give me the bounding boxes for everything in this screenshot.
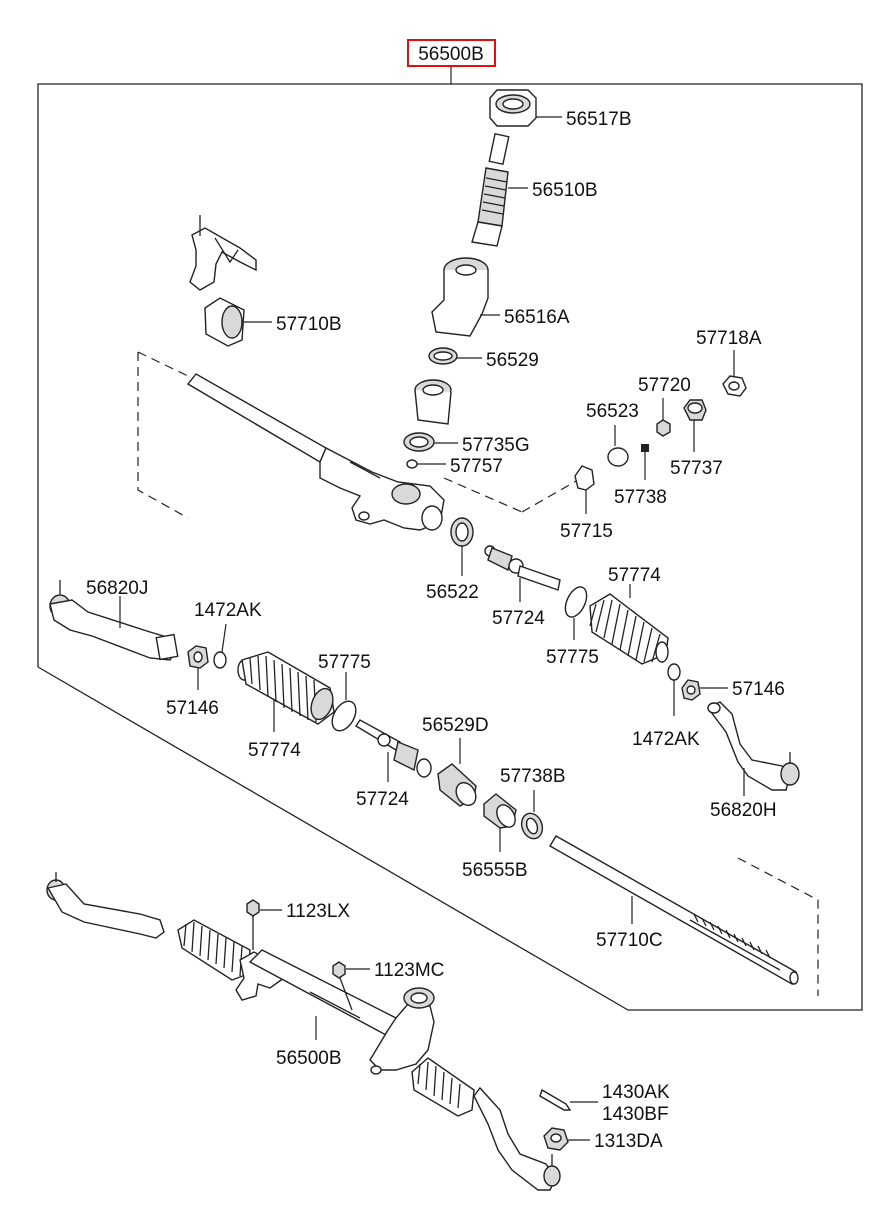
part-57146-right[interactable] xyxy=(681,679,701,701)
label-57724-right: 57724 xyxy=(492,608,545,629)
part-57738[interactable] xyxy=(641,444,649,452)
part-57718A[interactable] xyxy=(722,375,747,397)
part-56517B[interactable] xyxy=(489,89,537,127)
label-57724-left: 57724 xyxy=(356,789,409,810)
pinion-bushing[interactable] xyxy=(414,379,452,425)
label-56522: 56522 xyxy=(426,582,479,603)
part-57737[interactable] xyxy=(683,399,707,421)
label-57146-left: 57146 xyxy=(166,698,219,719)
label-56516A: 56516A xyxy=(504,307,570,328)
label-1123MC: 1123MC xyxy=(374,960,444,981)
part-56820J[interactable] xyxy=(49,580,179,661)
part-57715[interactable] xyxy=(574,465,595,491)
part-57757[interactable] xyxy=(406,459,418,469)
part-1123MC[interactable] xyxy=(332,961,353,1011)
label-1430BF: 1430BF xyxy=(602,1104,669,1125)
part-56529D[interactable] xyxy=(437,763,480,809)
label-57710C: 57710C xyxy=(596,930,663,951)
label-57775-left: 57775 xyxy=(318,652,371,673)
label-57718A: 57718A xyxy=(696,328,762,349)
part-57146-left[interactable] xyxy=(187,645,209,669)
part-57738B[interactable] xyxy=(518,810,546,841)
label-57737: 57737 xyxy=(670,458,723,479)
part-56510B[interactable] xyxy=(471,133,510,247)
part-56500B-assembly[interactable] xyxy=(46,872,561,1191)
part-1123LX[interactable] xyxy=(246,899,260,950)
part-56555B[interactable] xyxy=(483,793,519,830)
label-57735G: 57735G xyxy=(462,435,530,456)
label-1472AK-left: 1472AK xyxy=(194,600,262,621)
part-57710C[interactable] xyxy=(549,835,799,986)
part-57724-left[interactable] xyxy=(355,719,432,778)
part-57775-left[interactable] xyxy=(327,697,360,735)
part-56522[interactable] xyxy=(450,517,474,547)
label-57146-right: 57146 xyxy=(732,679,785,700)
part-57774-right[interactable] xyxy=(589,593,669,665)
part-57775-right[interactable] xyxy=(561,584,591,621)
part-56529[interactable] xyxy=(428,347,458,365)
clamp-bracket-top[interactable] xyxy=(189,215,257,291)
label-56529: 56529 xyxy=(486,350,539,371)
label-1430AK: 1430AK xyxy=(602,1082,670,1103)
label-1472AK-right: 1472AK xyxy=(632,729,700,750)
label-1123LX: 1123LX xyxy=(286,901,350,922)
part-57735G[interactable] xyxy=(403,432,435,452)
label-57720: 57720 xyxy=(638,375,691,396)
part-57774-left[interactable] xyxy=(237,651,337,725)
part-57724-right[interactable] xyxy=(484,545,561,591)
part-1313DA[interactable] xyxy=(543,1127,569,1151)
part-57720[interactable] xyxy=(656,419,671,437)
rack-housing[interactable] xyxy=(186,373,445,531)
label-56529D: 56529D xyxy=(422,715,489,736)
label-57738: 57738 xyxy=(614,487,667,508)
label-56517B: 56517B xyxy=(566,109,632,130)
label-1313DA: 1313DA xyxy=(594,1131,663,1152)
label-57775-right: 57775 xyxy=(546,647,599,668)
label-56555B: 56555B xyxy=(462,860,528,881)
part-1472AK-left[interactable] xyxy=(213,651,227,669)
part-1430AK[interactable] xyxy=(539,1088,572,1111)
label-56820H: 56820H xyxy=(710,800,777,821)
label-57774-right: 57774 xyxy=(608,565,661,586)
label-57757: 57757 xyxy=(450,456,503,477)
label-56523: 56523 xyxy=(586,401,639,422)
assembly-number-box[interactable]: 56500B xyxy=(407,39,496,67)
label-57715: 57715 xyxy=(560,521,613,542)
label-56510B: 56510B xyxy=(532,180,598,201)
label-57738B: 57738B xyxy=(500,766,566,787)
assembly-number-label: 56500B xyxy=(418,44,484,65)
label-56500B-bottom: 56500B xyxy=(276,1048,342,1069)
part-56516A[interactable] xyxy=(431,257,489,337)
part-56820H[interactable] xyxy=(706,701,800,791)
assembly-frame xyxy=(37,66,863,1011)
label-57710B: 57710B xyxy=(276,314,342,335)
label-57774-left: 57774 xyxy=(248,740,301,761)
part-1472AK-right[interactable] xyxy=(667,663,681,681)
part-57710B[interactable] xyxy=(204,297,245,347)
label-56820J: 56820J xyxy=(86,578,148,599)
part-56523[interactable] xyxy=(607,447,629,467)
